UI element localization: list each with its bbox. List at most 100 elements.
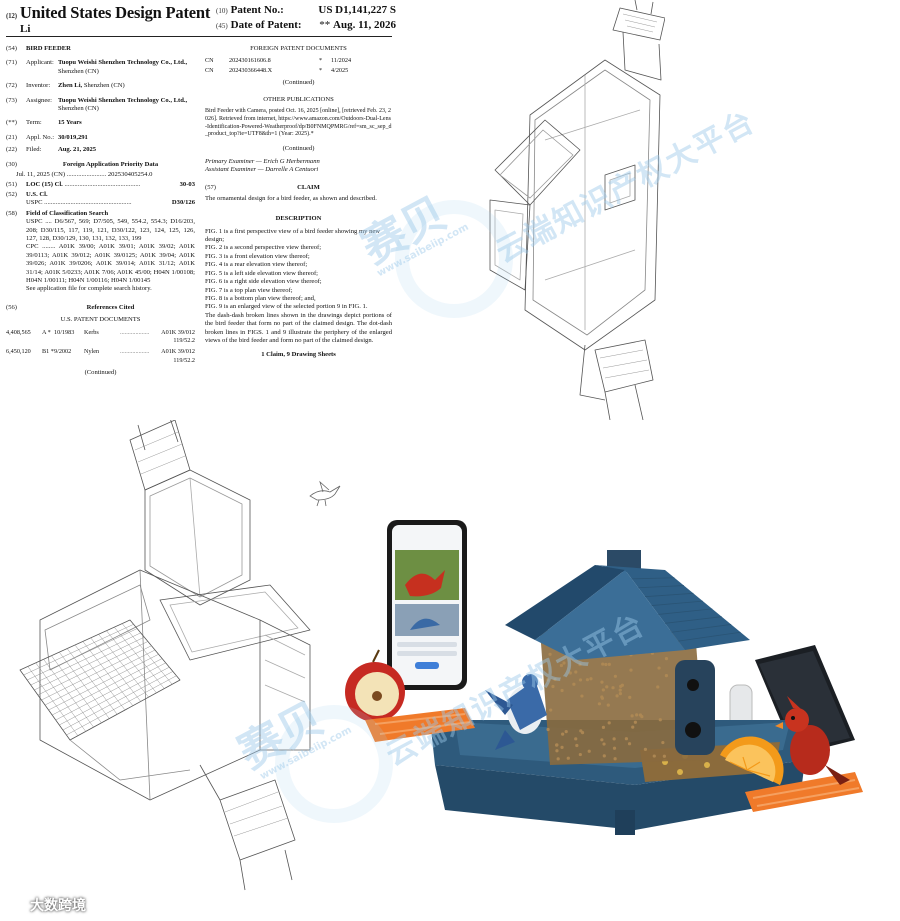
- seed-dot: [605, 685, 609, 689]
- seed-dot: [601, 688, 605, 692]
- uscl-label: U.S. Cl.: [26, 190, 48, 198]
- patent-no-label: Patent No.:: [230, 4, 284, 16]
- seed-dot: [656, 685, 660, 689]
- roof-shingle-line: [644, 592, 694, 598]
- seed-dot: [618, 692, 623, 696]
- grid-line: [98, 634, 149, 698]
- continued-foreign: (Continued): [282, 79, 315, 87]
- doc-type: United States Design Patent: [19, 3, 211, 22]
- roof-shingle-line: [658, 608, 713, 615]
- description-line: FIG. 5 is a left side elevation view the…: [205, 269, 318, 277]
- seed-dot: [578, 662, 582, 667]
- seed-dot: [575, 743, 579, 748]
- other-pubs-text: Bird Feeder with Camera, posted Oct. 16,…: [205, 108, 392, 138]
- seed-dot: [657, 666, 661, 670]
- grid-line: [55, 662, 166, 721]
- filed-date: Aug. 21, 2025: [58, 146, 97, 154]
- seed-dot: [607, 662, 611, 666]
- seed-dot: [662, 754, 666, 758]
- roof-shingle-line: [664, 616, 722, 624]
- assignee-name: Tuopu Weishi Shenzhen Technology Co., Lt…: [58, 96, 188, 104]
- grid-line: [114, 627, 165, 689]
- code-54: (54): [6, 45, 17, 52]
- appl-number: 30/019,291: [58, 133, 88, 141]
- grid-line: [44, 649, 156, 706]
- code-52: (52): [6, 190, 17, 198]
- seed-dot: [631, 725, 635, 729]
- smartphone: [387, 520, 467, 690]
- bird-sketch-icon: [309, 480, 341, 507]
- inventor-label: Inventor:: [26, 82, 51, 90]
- code-73: (73): [6, 96, 17, 104]
- seed-dot: [633, 720, 637, 724]
- field-cpc: CPC ........ A01K 39/00; A01K 39/01; A01…: [26, 243, 195, 284]
- grid-line: [90, 637, 141, 702]
- seed-dot: [612, 746, 617, 750]
- seed-dot: [556, 757, 560, 761]
- grid-line: [52, 658, 163, 716]
- priority-line: Jul. 11, 2025 (CN) .....................…: [16, 171, 153, 179]
- biblio-left-column: (54)BIRD FEEDER (71)Applicant:Tuopu Weis…: [6, 45, 195, 382]
- patent-drawing-top: [489, 0, 665, 420]
- header-divider: [6, 36, 392, 37]
- seed-dot: [627, 742, 632, 746]
- orange-slice: [720, 736, 784, 785]
- assistant-examiner: Assistant Examiner — Darrelle A Centuori: [205, 166, 319, 174]
- seed-dot: [618, 688, 622, 692]
- claim-title: CLAIM: [297, 184, 320, 192]
- roof-shingle-line: [651, 600, 703, 606]
- seed-dot: [572, 682, 576, 686]
- grid-line: [106, 630, 157, 693]
- grid-line: [66, 675, 177, 736]
- field-note: See application file for complete search…: [26, 285, 152, 293]
- seed-dot: [602, 742, 606, 746]
- code-21: (21): [6, 133, 17, 141]
- grid-line: [48, 654, 159, 711]
- description-line: FIG. 8 is a bottom plan view thereof; an…: [205, 294, 316, 302]
- seed-dot: [664, 674, 668, 678]
- field-uspc: USPC .... D6/567, 569; D7/505, 549, 554.…: [26, 218, 195, 242]
- seed-dot: [548, 652, 552, 656]
- code-term: (**): [6, 119, 17, 127]
- inventor-name: Zhen Li,: [58, 82, 83, 90]
- patent-number: US D1,141,227 S: [318, 4, 396, 16]
- seed-dot: [628, 695, 632, 699]
- seed-dot: [600, 738, 604, 742]
- seed-dot: [652, 754, 656, 758]
- seed-dot: [555, 749, 559, 753]
- seed-dot: [601, 725, 606, 729]
- us-docs-title: U.S. PATENT DOCUMENTS: [60, 316, 141, 324]
- filed-label: Filed:: [26, 146, 42, 154]
- description-line: FIG. 9 is an enlarged view of the select…: [205, 303, 368, 311]
- seed-dot: [629, 668, 633, 672]
- appl-label: Appl. No.:: [26, 133, 55, 141]
- claim-text: The ornamental design for a bird feeder,…: [205, 194, 377, 202]
- loc-value: 30-03: [179, 181, 195, 189]
- seed-dot: [568, 671, 572, 675]
- header-left: (12)United States Design Patent Li: [6, 3, 221, 35]
- code-10: (10): [216, 7, 228, 15]
- date-label: Date of Patent:: [230, 19, 302, 31]
- seed-dot: [601, 662, 605, 666]
- seed-dot: [612, 737, 616, 741]
- seed-dot: [613, 757, 617, 761]
- code-12: (12): [6, 12, 17, 20]
- grid-line: [82, 641, 134, 706]
- seed-dot: [620, 683, 624, 687]
- code-71: (71): [6, 59, 17, 67]
- seed-dot: [580, 694, 584, 698]
- seed-dot: [562, 661, 566, 665]
- applicant-name: Tuopu Weishi Shenzhen Technology Co., Lt…: [58, 59, 188, 67]
- seed-dot: [602, 754, 606, 758]
- brand-logo-icon: [7, 897, 23, 913]
- header-inventor: Li: [20, 23, 31, 35]
- uspc-dots: ........................................…: [42, 199, 132, 207]
- seed-dot: [574, 670, 578, 674]
- field-label: Field of Classification Search: [26, 209, 109, 217]
- seed-dot: [546, 678, 550, 682]
- feeder-roof: [505, 565, 750, 660]
- loc-label: LOC (15) Cl.: [26, 181, 63, 189]
- watermark-ring: [395, 200, 513, 318]
